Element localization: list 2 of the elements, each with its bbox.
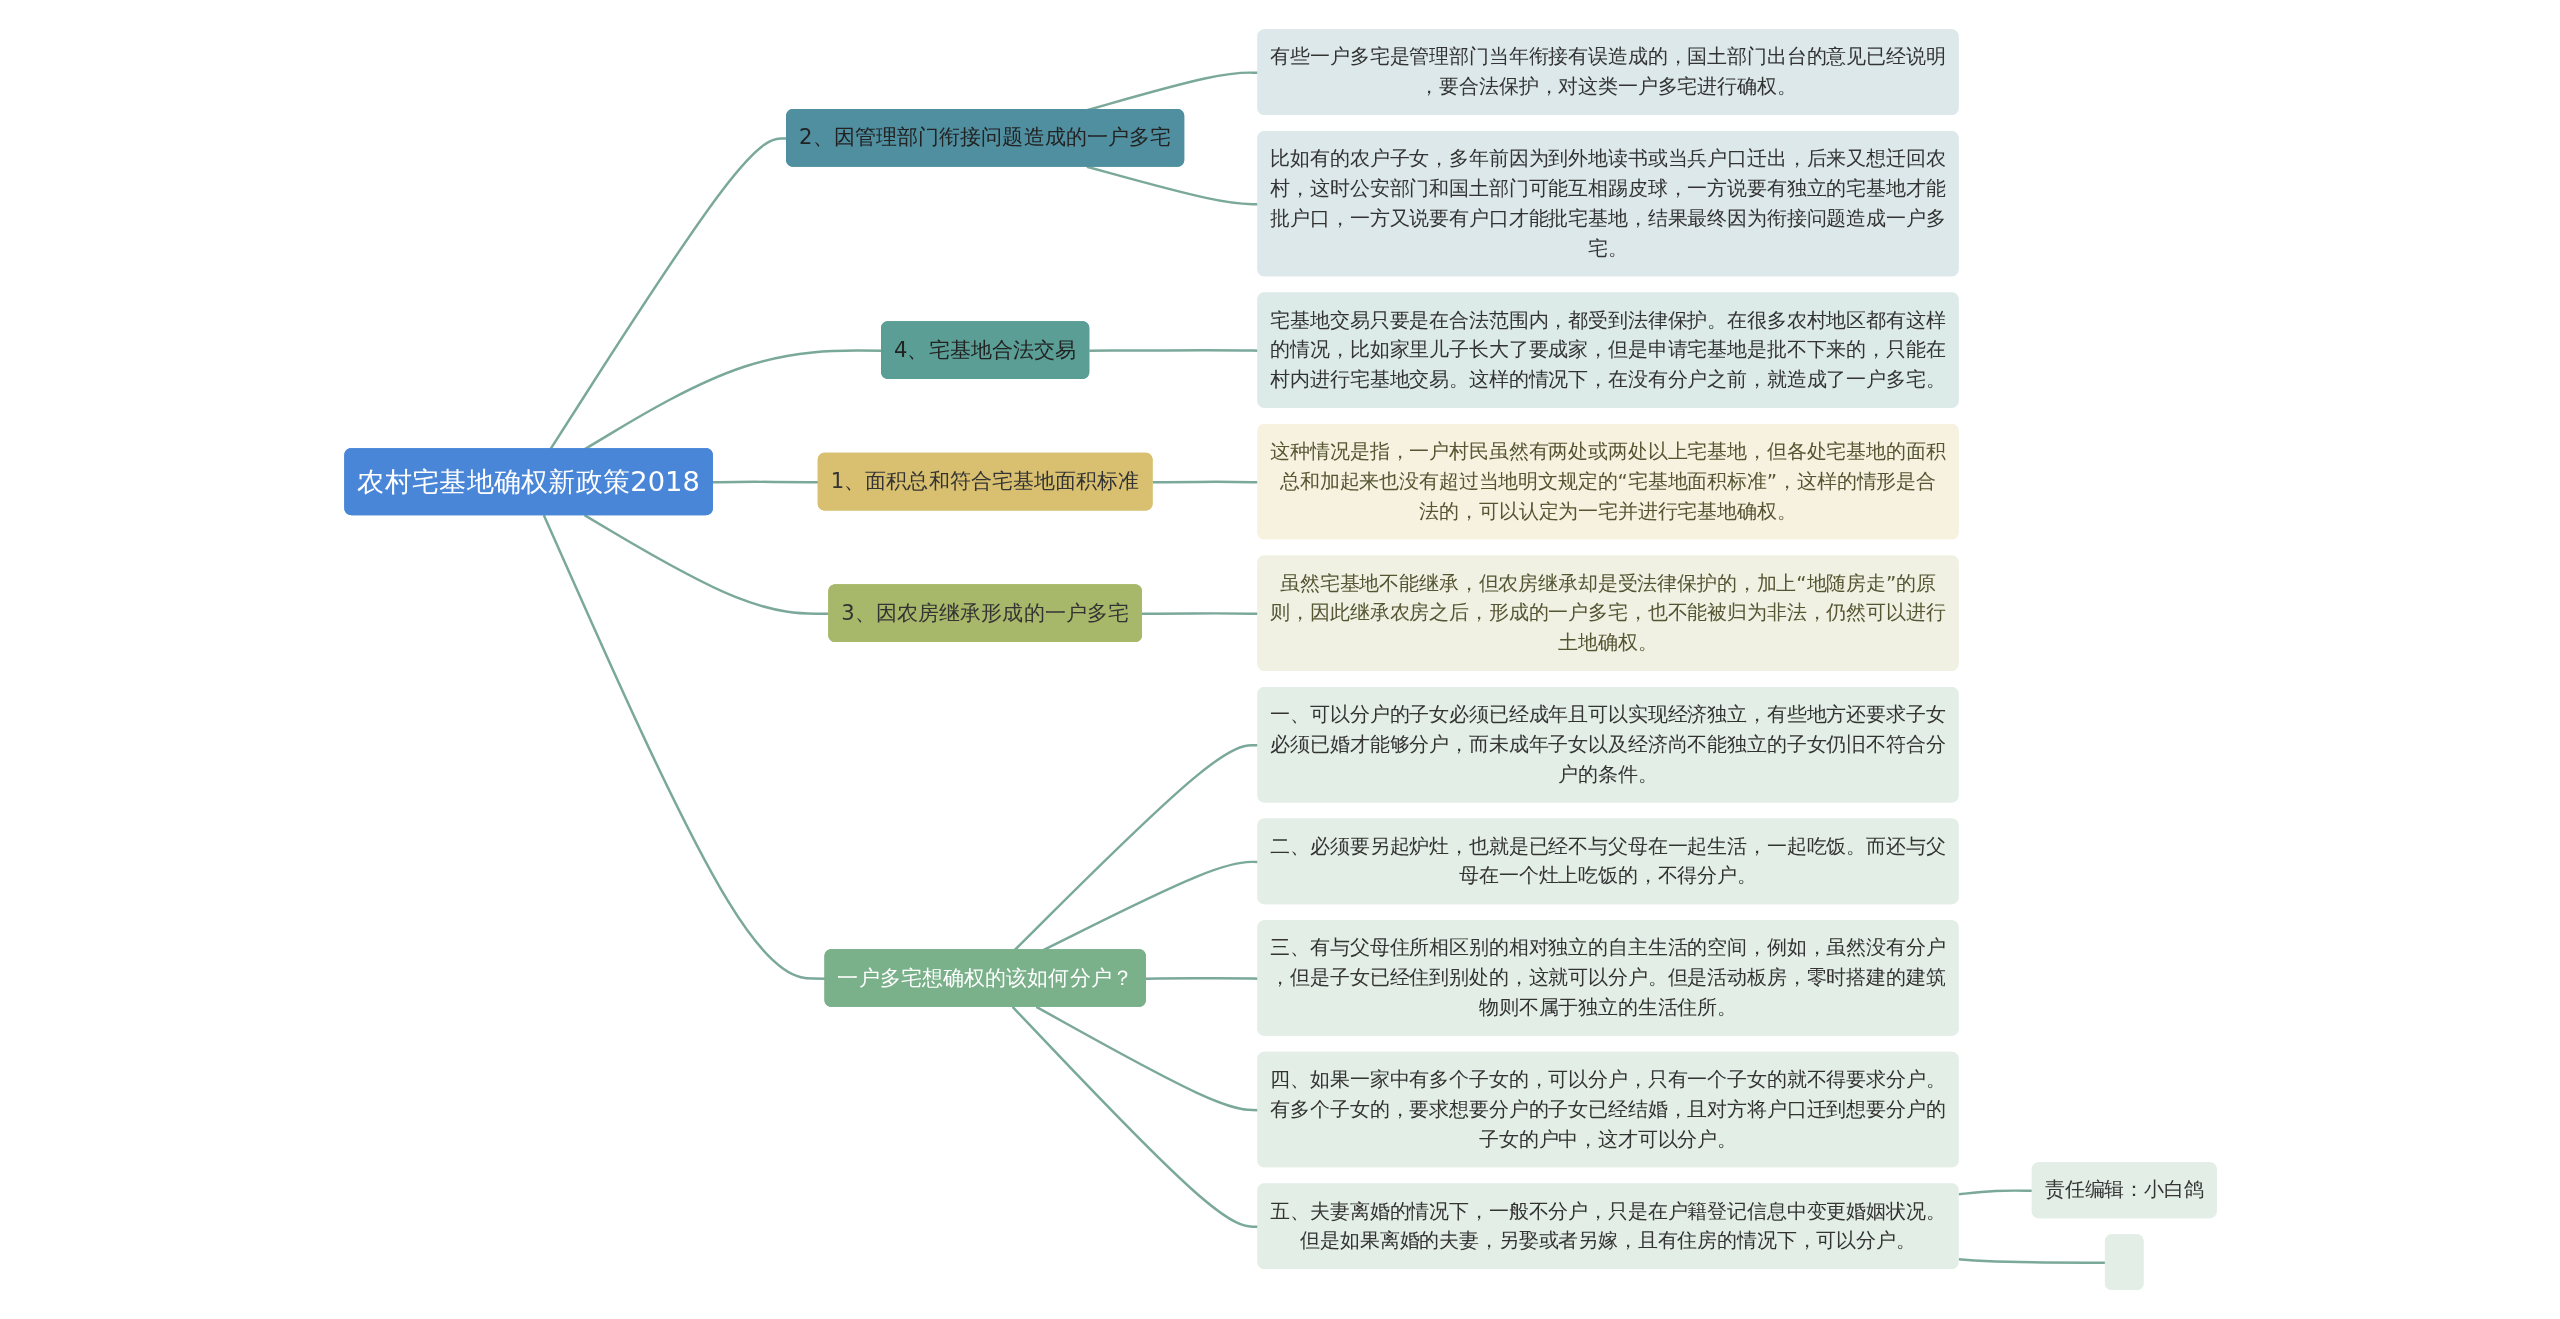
connector [1957, 1257, 2106, 1264]
connector [548, 136, 787, 450]
